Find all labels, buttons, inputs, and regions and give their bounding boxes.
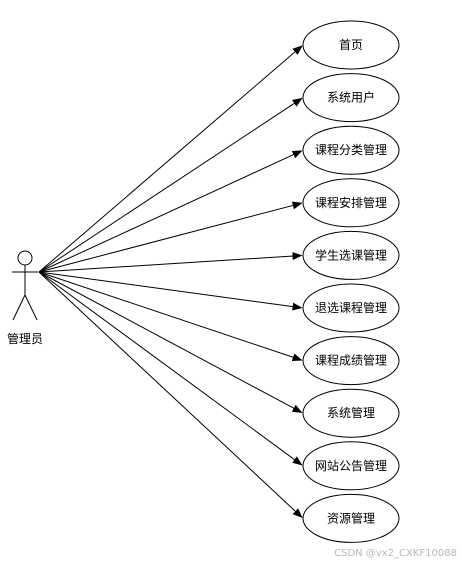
use-case: 资源管理 (302, 493, 400, 543)
association-line (38, 150, 303, 273)
watermark: CSDN @vx2_CXKF10088 (334, 548, 457, 559)
actor-right-leg (24, 294, 38, 321)
use-case-ellipse (302, 283, 400, 333)
use-case-label: 退选课程管理 (315, 300, 387, 315)
association-line (38, 252, 303, 273)
use-case-label: 学生选课管理 (315, 247, 387, 262)
use-case: 退选课程管理 (302, 283, 400, 333)
association-line (38, 271, 303, 466)
association-line (38, 271, 303, 519)
use-case-ellipse (302, 230, 400, 280)
use-case-label: 首页 (339, 38, 363, 52)
use-case: 首页 (302, 20, 400, 70)
use-case-label: 课程安排管理 (315, 195, 387, 210)
use-case-ellipse (302, 336, 400, 386)
use-case-ellipse (302, 493, 400, 543)
use-case-ellipse (302, 125, 400, 175)
association-line (38, 45, 303, 273)
use-cases: 首页系统用户课程分类管理课程安排管理学生选课管理退选课程管理课程成绩管理系统管理… (302, 20, 400, 543)
association-line (38, 271, 303, 413)
use-case-ellipse (302, 20, 400, 70)
use-case: 课程安排管理 (302, 178, 400, 228)
use-case: 课程分类管理 (302, 125, 400, 175)
actor-head (17, 250, 33, 266)
actor-left-leg (12, 294, 26, 321)
use-case-ellipse (302, 441, 400, 491)
use-case-label: 资源管理 (327, 510, 375, 525)
use-case-label: 系统用户 (327, 90, 375, 105)
use-case: 系统用户 (302, 73, 400, 123)
association-line (38, 201, 303, 273)
use-case-label: 网站公告管理 (315, 458, 387, 473)
association-line (38, 97, 303, 273)
use-case: 系统管理 (302, 388, 400, 438)
use-case-ellipse (302, 73, 400, 123)
use-case-label: 系统管理 (327, 405, 375, 420)
use-case: 网站公告管理 (302, 441, 400, 491)
use-case: 学生选课管理 (302, 230, 400, 280)
use-case-label: 课程成绩管理 (315, 353, 387, 368)
use-case-ellipse (302, 178, 400, 228)
associations (38, 45, 303, 519)
use-case: 课程成绩管理 (302, 336, 400, 386)
association-line (38, 271, 303, 311)
actor-label: 管理员 (7, 331, 43, 346)
use-case-ellipse (302, 388, 400, 438)
use-case-label: 课程分类管理 (315, 142, 387, 157)
actor-administrator: 管理员 (7, 250, 43, 346)
association-line (38, 271, 303, 362)
